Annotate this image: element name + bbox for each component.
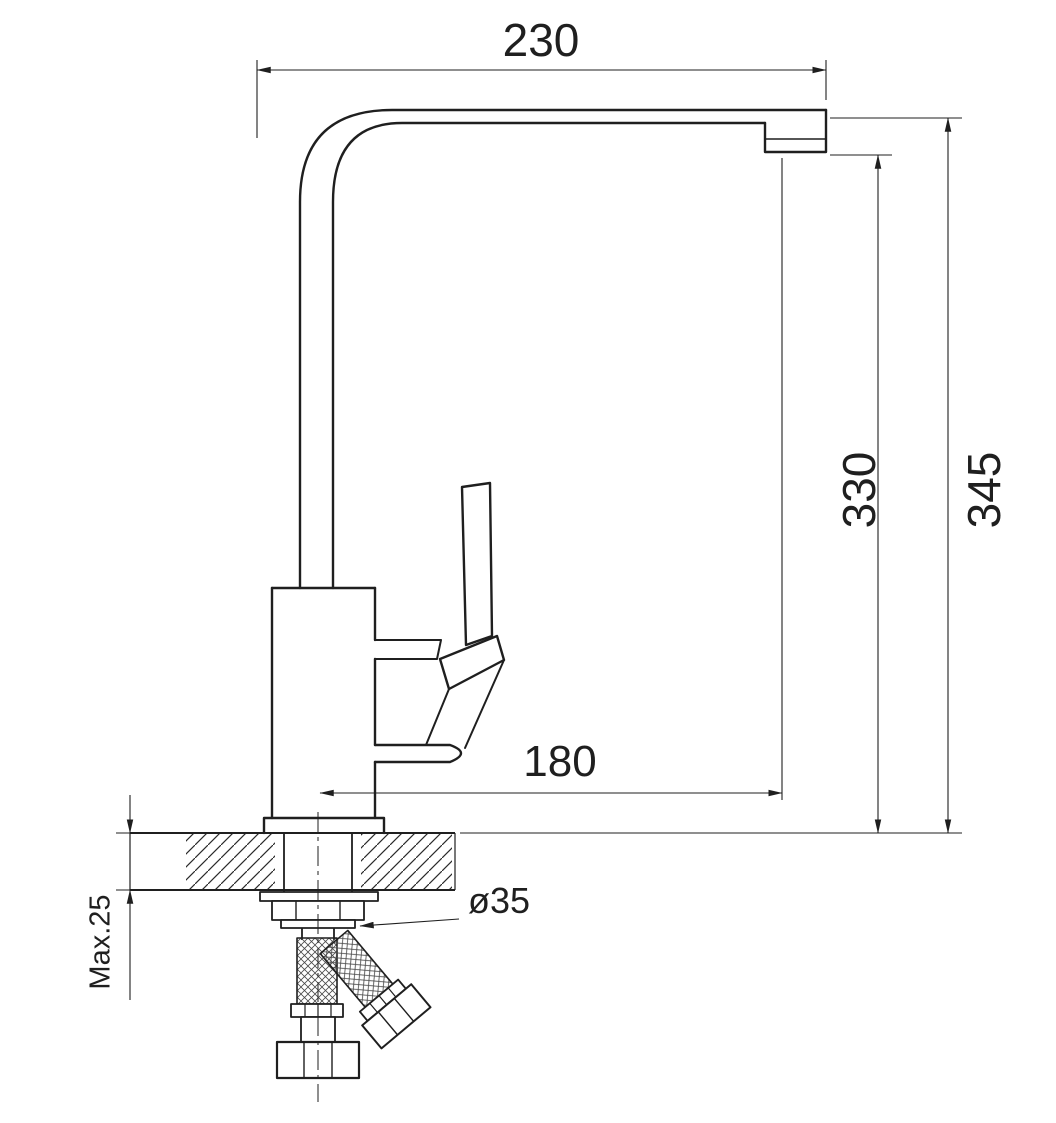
- supply-hose-angled: [319, 929, 432, 1050]
- spout-inner-profile: [331, 121, 767, 590]
- dimension-spout-width: [256, 60, 827, 138]
- dimension-spout-reach: [319, 158, 783, 800]
- angled-hose-hex-nut: [361, 983, 432, 1050]
- countertop-hatch-right: [361, 834, 452, 889]
- mounting-nut-facets: [295, 901, 341, 920]
- dim-spout-width-label: 230: [503, 14, 580, 66]
- faucet-outline: [262, 108, 828, 835]
- spout-outlet-nozzle: [763, 108, 828, 154]
- dim-spout-height-label: 330: [833, 452, 885, 529]
- spout-outer-profile: [298, 108, 828, 590]
- dimension-total-height: [460, 117, 962, 834]
- dim-total-height-label: 345: [958, 452, 1010, 529]
- hose-collar: [290, 1003, 344, 1018]
- angled-hose-hex-nut-facets: [377, 997, 415, 1036]
- handle-lever: [460, 481, 494, 647]
- mounting-washer: [259, 891, 379, 902]
- mounting-shank-through-counter: [283, 833, 353, 892]
- dim-max-thickness-label: Max.25: [85, 894, 117, 989]
- dimension-annotations: 230 330 345 180: [85, 14, 1010, 1000]
- base-flange: [262, 816, 386, 835]
- countertop-section: [129, 832, 456, 892]
- handle-joint-connector: [425, 659, 505, 749]
- handle-deck-ledge: [374, 639, 442, 660]
- dim-spout-reach-label: 180: [523, 737, 596, 786]
- angled-hose-collar-ribs: [369, 987, 397, 1013]
- mounting-hardware: [259, 891, 379, 940]
- leader-line: [359, 918, 460, 929]
- dimension-max-thickness: [116, 795, 134, 1000]
- countertop-hatch-left: [186, 834, 275, 889]
- cartridge-housing-arm: [373, 743, 463, 764]
- hose-hex-nut-facets: [303, 1042, 333, 1078]
- dimension-hole-diameter: [359, 918, 460, 929]
- dimension-spout-height: [830, 154, 892, 834]
- supply-hoses: [275, 929, 432, 1080]
- dim-hole-diameter-label: ø35: [468, 880, 530, 921]
